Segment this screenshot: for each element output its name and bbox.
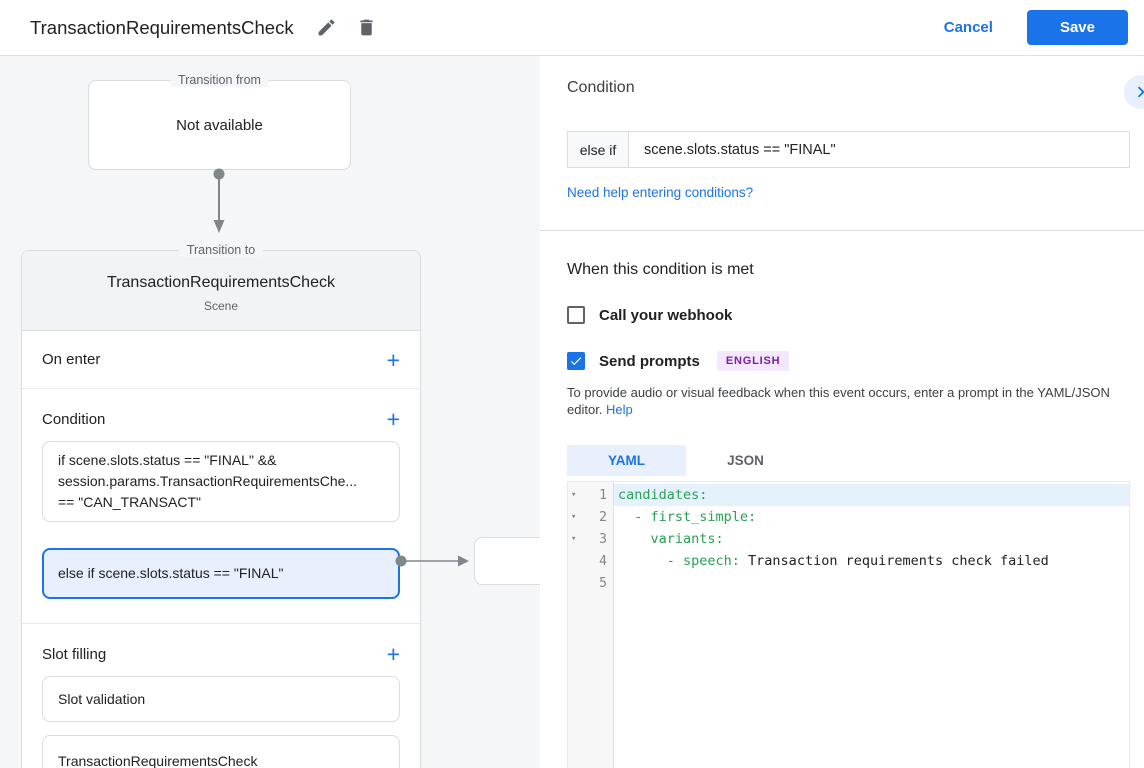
call-webhook-label: Call your webhook (599, 306, 733, 324)
webhook-row: Call your webhook (567, 306, 1130, 324)
send-prompts-checkbox[interactable] (567, 352, 585, 370)
scene-type-label: Scene (203, 299, 239, 313)
condition-expression-input[interactable] (629, 132, 1129, 167)
code-line[interactable] (614, 572, 1129, 594)
condition-detail-panel: Condition else if Need help entering con… (540, 56, 1144, 768)
editor-code-area[interactable]: candidates: - first_simple: variants: - … (614, 482, 1129, 768)
line-number: 3 (599, 531, 607, 547)
condition-prefix-label: else if (568, 132, 629, 167)
line-number: 4 (599, 553, 607, 569)
add-condition-button[interactable]: + (386, 406, 400, 432)
page-title: TransactionRequirementsCheck (30, 16, 294, 38)
yaml-key: - speech: (618, 553, 749, 569)
code-line[interactable]: - first_simple: (614, 506, 1129, 528)
transition-to-node: Transition to TransactionRequirementsChe… (21, 243, 421, 768)
transition-from-content: Not available (176, 116, 263, 134)
line-number: 1 (599, 487, 607, 503)
yaml-key: candidates: (618, 487, 708, 503)
condition-item-if[interactable]: if scene.slots.status == "FINAL" && sess… (42, 441, 400, 522)
condition-expression-row: else if (567, 131, 1130, 168)
gutter-row: ▾1 (568, 484, 613, 506)
line-number: 2 (599, 509, 607, 525)
condition-section: Condition + if scene.slots.status == "FI… (22, 389, 420, 624)
gutter-row: 5 (568, 572, 613, 594)
scene-name: TransactionRequirementsCheck (107, 274, 335, 291)
scene-diagram-panel: Transition from Not available Transition… (0, 56, 540, 768)
prompts-description-text: To provide audio or visual feedback when… (567, 385, 1110, 417)
add-slot-button[interactable]: + (386, 641, 400, 667)
on-enter-label: On enter (42, 351, 101, 368)
help-link[interactable]: Help (606, 402, 633, 417)
collapse-panel-button[interactable] (1124, 75, 1144, 109)
edit-title-button[interactable] (314, 15, 340, 41)
tab-yaml[interactable]: YAML (567, 445, 686, 476)
slot-filling-section: Slot filling + Slot validation Transacti… (22, 624, 420, 768)
panel-divider (540, 230, 1144, 231)
slot-item-transaction-check[interactable]: TransactionRequirementsCheck (42, 735, 400, 768)
transition-from-label: Transition from (170, 73, 269, 87)
pencil-icon (318, 19, 335, 36)
top-bar: TransactionRequirementsCheck Cancel Save (0, 0, 1144, 56)
prompts-description: To provide audio or visual feedback when… (567, 384, 1130, 418)
on-enter-section: On enter + (22, 331, 420, 389)
fold-toggle-icon[interactable]: ▾ (571, 512, 577, 522)
chevron-right-icon (1137, 86, 1144, 98)
condition-transition-arrow (395, 555, 469, 567)
conditions-help-link[interactable]: Need help entering conditions? (567, 185, 754, 200)
flow-arrow-down (213, 168, 225, 233)
fold-toggle-icon[interactable]: ▾ (571, 490, 577, 500)
line-number: 5 (599, 575, 607, 591)
gutter-row: ▾3 (568, 528, 613, 550)
code-line[interactable]: - speech: Transaction requirements check… (614, 550, 1129, 572)
call-webhook-checkbox[interactable] (567, 306, 585, 324)
code-line[interactable]: variants: (614, 528, 1129, 550)
add-on-enter-button[interactable]: + (386, 346, 400, 373)
slot-item-validation[interactable]: Slot validation (42, 676, 400, 722)
send-prompts-row: Send prompts ENGLISH (567, 351, 1130, 371)
editor-format-tabs: YAML JSON (567, 445, 1130, 476)
condition-section-header: Condition + (22, 389, 420, 433)
scene-card-header[interactable]: TransactionRequirementsCheck Scene (22, 251, 420, 331)
gutter-row: 4 (568, 550, 613, 572)
fold-toggle-icon[interactable]: ▾ (571, 534, 577, 544)
yaml-key: variants: (618, 531, 724, 547)
yaml-value: Transaction requirements check failed (748, 553, 1049, 569)
gutter-row: ▾2 (568, 506, 613, 528)
condition-section-label: Condition (42, 410, 106, 428)
transition-target-node[interactable] (474, 537, 540, 585)
delete-scene-button[interactable] (354, 15, 380, 41)
save-button[interactable]: Save (1026, 10, 1128, 45)
send-prompts-label: Send prompts (599, 352, 700, 370)
code-line[interactable]: candidates: (614, 484, 1129, 506)
slot-filling-section-header: Slot filling + (22, 624, 420, 668)
transition-from-node: Transition from Not available (88, 73, 351, 170)
language-badge: ENGLISH (716, 351, 790, 371)
yaml-key: - first_simple: (618, 509, 757, 525)
transition-to-label: Transition to (178, 243, 264, 257)
condition-met-title: When this condition is met (567, 261, 754, 278)
condition-item-elseif-selected[interactable]: else if scene.slots.status == "FINAL" (42, 548, 400, 599)
checkmark-icon (570, 357, 582, 366)
tab-json[interactable]: JSON (727, 453, 764, 468)
panel-title: Condition (567, 79, 635, 96)
trash-icon (360, 19, 373, 36)
cancel-button[interactable]: Cancel (943, 19, 993, 36)
slot-filling-label: Slot filling (42, 645, 107, 663)
